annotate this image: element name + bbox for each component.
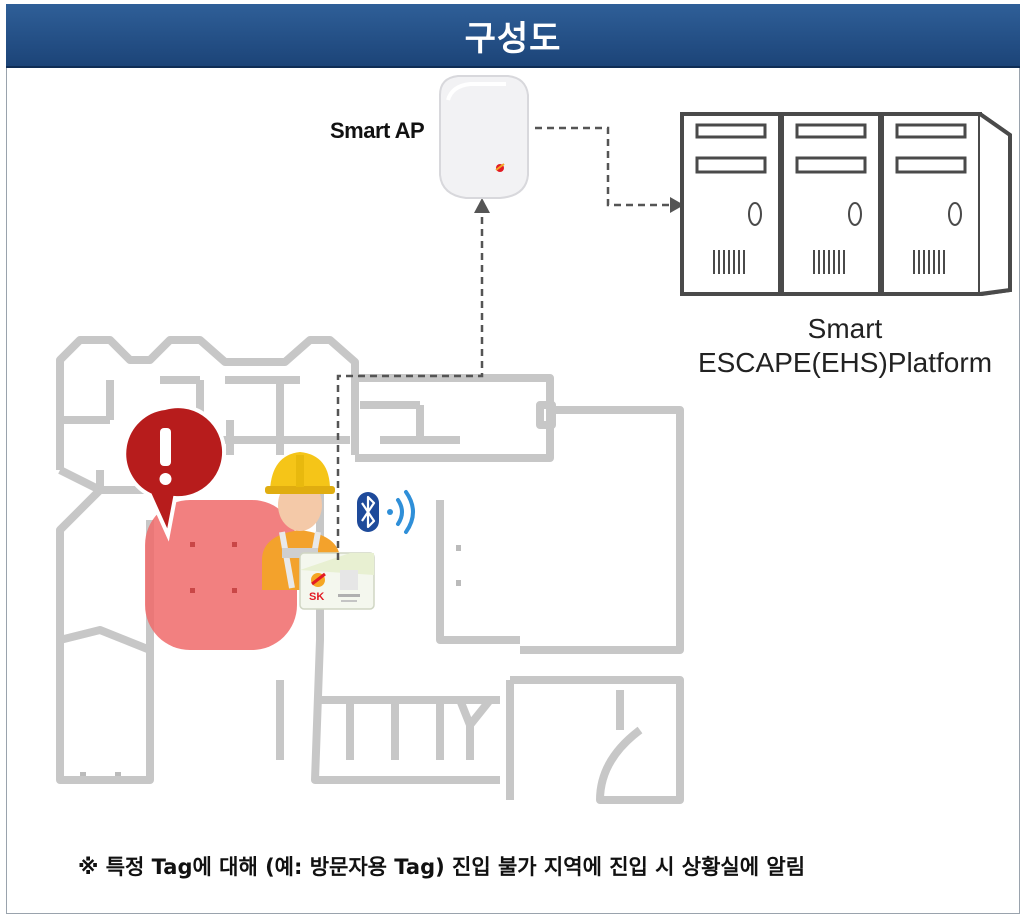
access-point-icon <box>439 75 529 199</box>
platform-label: Smart ESCAPE(EHS)Platform <box>690 312 1000 380</box>
header-bar: 구성도 <box>6 4 1020 68</box>
footnote: ※ 특정 Tag에 대해 (예: 방문자용 Tag) 진입 불가 지역에 진입 … <box>78 855 806 879</box>
server-details <box>695 123 967 274</box>
tag-card-icon: SK <box>299 552 375 610</box>
platform-label-line1: Smart <box>807 313 883 344</box>
bluetooth-icon <box>357 492 379 532</box>
restricted-zone <box>145 500 297 650</box>
data-flow-lines <box>336 126 672 560</box>
tag-brand: SK <box>309 591 324 603</box>
floor-marks <box>80 545 461 776</box>
server-icon <box>680 112 1012 296</box>
page-title: 구성도 <box>464 18 562 59</box>
zone-dots <box>190 542 237 593</box>
flow-arrowheads <box>474 197 684 213</box>
platform-label-line2: ESCAPE(EHS)Platform <box>697 347 993 378</box>
alert-icon <box>122 404 227 542</box>
access-point-label: Smart AP <box>330 118 425 143</box>
wireless-signal-icon <box>387 490 415 534</box>
